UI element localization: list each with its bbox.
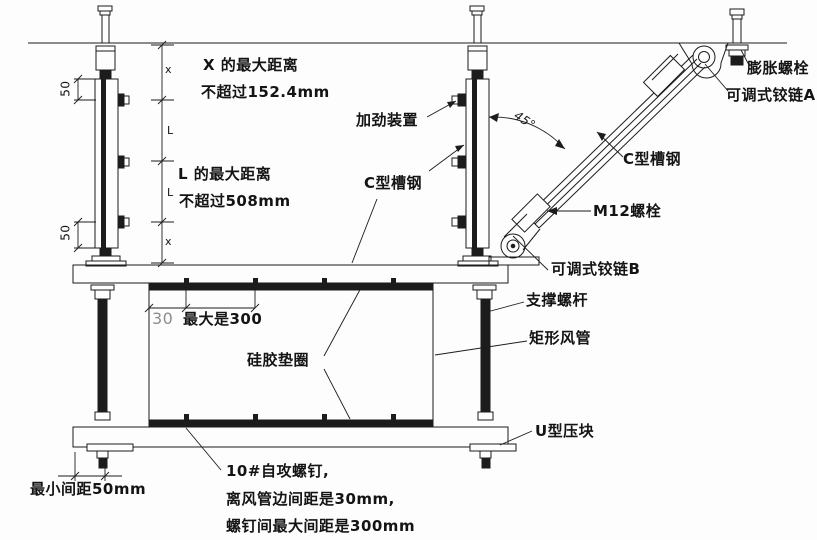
label-hinge-b: 可调式铰链B: [551, 260, 641, 278]
dim-l-2: L: [167, 186, 174, 199]
dim-min-spacing: 最小间距50mm: [30, 480, 147, 498]
dimension-50-top: [73, 74, 96, 105]
angle-45-arc: [488, 113, 566, 150]
dim-x-bottom: x: [165, 235, 172, 248]
left-c-channel: [94, 78, 119, 249]
label-m12-bolt: M12螺栓: [593, 202, 662, 220]
dim-max300: 最大是300: [183, 310, 263, 328]
top-beam: [72, 264, 509, 284]
note-l-max-line1: L 的最大距离: [178, 165, 272, 183]
gasket-bottom: [148, 419, 434, 428]
note-screw-line3: 螺钉间最大间距是300mm: [226, 517, 416, 535]
leader-lines: [185, 49, 750, 471]
dimension-xl-column: [151, 40, 174, 268]
note-screw-line1: 10#自攻螺钉,: [226, 462, 330, 480]
left-hanger: [85, 5, 130, 267]
label-rect-duct: 矩形风管: [529, 329, 592, 347]
u-clamp-plate: [469, 443, 517, 452]
dimension-30-300: [144, 290, 260, 313]
label-stiffener: 加劲装置: [356, 111, 419, 129]
left-stiffener-bolts: [117, 93, 130, 229]
label-c-channel-right: C型槽钢: [623, 150, 682, 168]
dim-50-bottom: 50: [58, 224, 73, 241]
support-rod-right: [469, 284, 517, 469]
note-x-max-line2: 不超过152.4mm: [201, 83, 330, 101]
label-c-channel-left: C型槽钢: [364, 174, 423, 192]
middle-hanger: [451, 5, 499, 267]
diagonal-brace: [511, 53, 706, 233]
dim-x-top: x: [165, 63, 172, 76]
middle-stiffener-bolts: [451, 93, 466, 229]
hinge-a: [678, 42, 729, 79]
brace-sleeve-lower: [511, 193, 551, 233]
screw-ticks: [184, 278, 396, 420]
dim-30: 30: [152, 309, 174, 328]
dimension-min-spacing: [58, 452, 122, 481]
middle-c-channel: [465, 78, 490, 249]
label-u-clamp: U型压块: [535, 422, 595, 440]
label-hinge-a: 可调式铰链A: [726, 86, 816, 104]
label-silicone-gasket: 硅胶垫圈: [247, 351, 310, 369]
dim-l-1: L: [167, 124, 174, 137]
bottom-beam: [72, 426, 509, 448]
note-x-max-line1: X 的最大距离: [203, 56, 299, 74]
note-screw-line2: 离风管边间距是30mm,: [226, 490, 395, 508]
rectangular-duct: [148, 278, 434, 428]
support-rod-left: [86, 284, 134, 469]
note-l-max-line2: 不超过508mm: [179, 192, 291, 210]
dimension-50-bottom: [73, 217, 96, 253]
gasket-top: [148, 282, 434, 291]
label-support-rod: 支撑螺杆: [526, 291, 589, 309]
dim-50-top: 50: [58, 80, 73, 97]
brace-sleeve-upper: [642, 54, 686, 98]
label-expansion-bolt: 膨胀螺栓: [747, 59, 810, 77]
